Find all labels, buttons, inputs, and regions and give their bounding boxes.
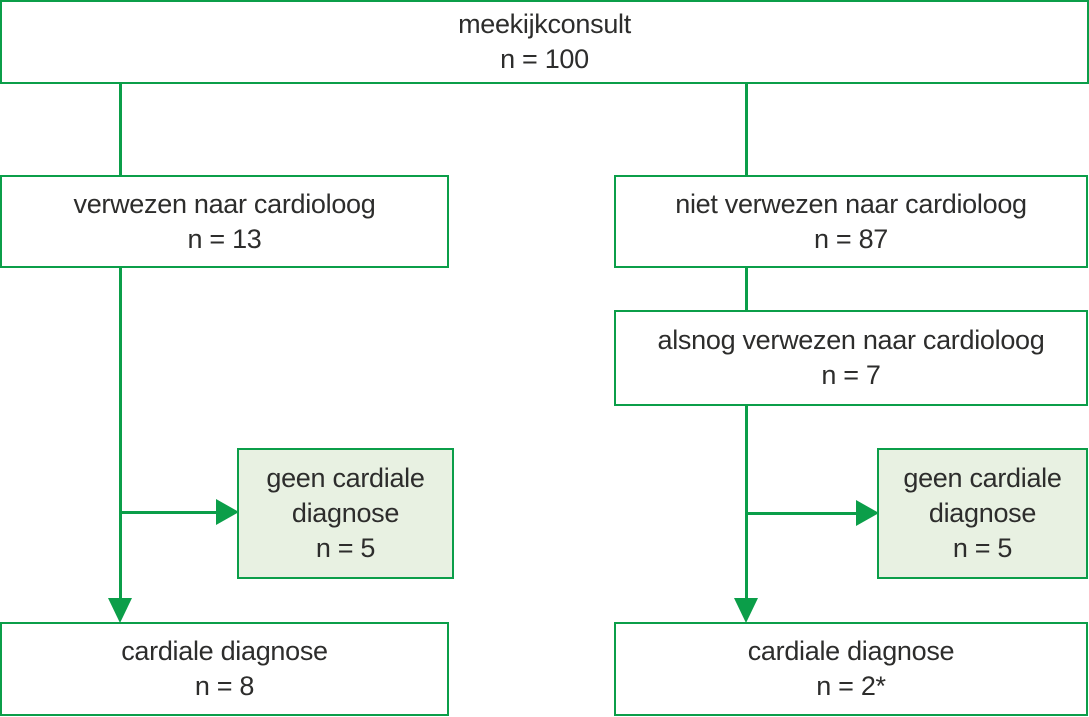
node-label: meekijkconsult xyxy=(458,9,631,39)
node-label: alsnog verwezen naar cardioloog xyxy=(657,325,1045,355)
node-count: n = 87 xyxy=(813,223,889,254)
node-label: geen cardiale diagnose xyxy=(266,463,425,528)
arrowhead-right-icon xyxy=(216,499,239,525)
node-meekijkconsult: meekijkconsult n = 100 xyxy=(0,0,1089,84)
connector-root-to-not-referred xyxy=(745,84,748,175)
node-label: cardiale diagnose xyxy=(121,636,328,666)
connector-referred-to-cardiac xyxy=(119,268,122,598)
node-cardiale-diagnose-right: cardiale diagnose n = 2* xyxy=(614,622,1088,716)
node-verwezen: verwezen naar cardioloog n = 13 xyxy=(0,175,449,268)
node-label: cardiale diagnose xyxy=(747,636,955,666)
node-cardiale-diagnose-left: cardiale diagnose n = 8 xyxy=(0,622,449,716)
connector-branch-no-cardiac-right xyxy=(746,512,857,515)
connector-root-to-referred xyxy=(119,84,122,175)
node-count: n = 8 xyxy=(194,671,255,701)
node-geen-cardiale-diagnose-left: geen cardiale diagnose n = 5 xyxy=(237,448,454,579)
node-count: n = 2* xyxy=(816,671,886,701)
node-count: n = 7 xyxy=(821,360,881,390)
connector-branch-no-cardiac-left xyxy=(120,511,217,514)
node-count: n = 100 xyxy=(500,44,589,74)
arrowhead-right-icon xyxy=(856,500,879,526)
node-label: geen cardiale diagnose xyxy=(903,463,1062,528)
node-niet-verwezen: niet verwezen naar cardioloog n = 87 xyxy=(614,175,1088,268)
node-alsnog-verwezen: alsnog verwezen naar cardioloog n = 7 xyxy=(614,310,1088,406)
connector-notreferred-to-later xyxy=(745,268,748,310)
node-label: verwezen naar cardioloog xyxy=(73,188,376,219)
node-label: niet verwezen naar cardioloog xyxy=(675,188,1027,219)
connector-later-to-cardiac xyxy=(745,406,748,598)
node-count: n = 5 xyxy=(952,533,1013,563)
node-count: n = 13 xyxy=(187,223,262,254)
node-count: n = 5 xyxy=(315,533,376,563)
node-geen-cardiale-diagnose-right: geen cardiale diagnose n = 5 xyxy=(877,448,1088,579)
arrowhead-down-icon xyxy=(108,598,132,623)
arrowhead-down-icon xyxy=(734,598,758,623)
